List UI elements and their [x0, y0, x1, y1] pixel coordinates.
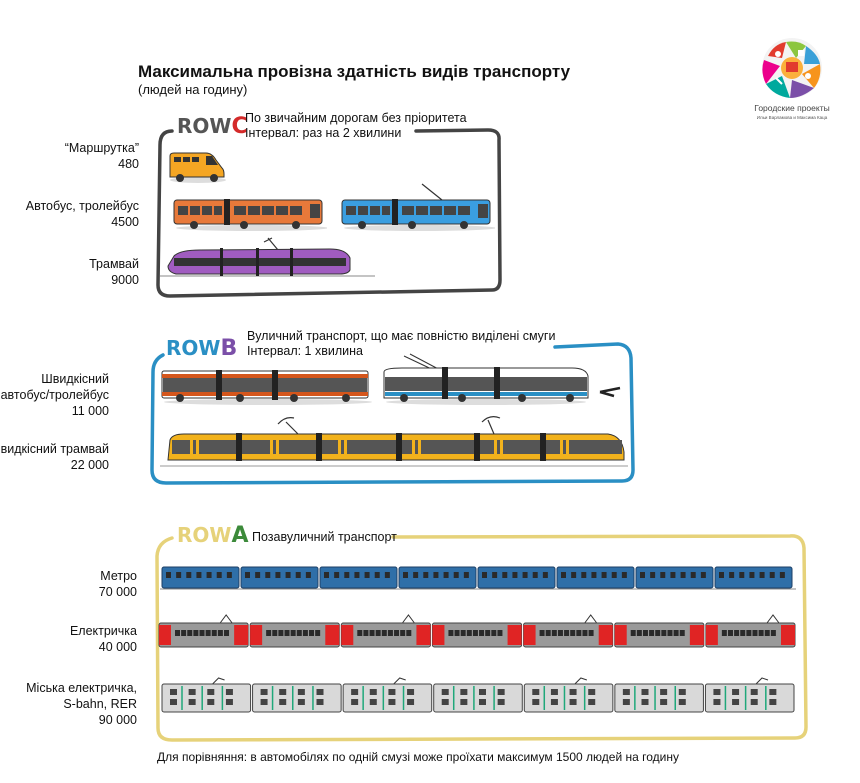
- double-decker-car: [161, 677, 252, 713]
- logo: Городские проекты Ильи Варламова и Макси…: [752, 36, 832, 126]
- row-c-item-bus-label: Автобус, тролейбус 4500: [26, 198, 139, 230]
- minibus-orange-icon: [169, 152, 226, 183]
- row-c-badge: ROWC: [177, 114, 248, 139]
- item-capacity: 11 000: [71, 404, 109, 418]
- articulated-trolleybus-blue-icon: [341, 183, 495, 231]
- row-b-badge-letter: B: [220, 336, 238, 361]
- metro-car: [240, 566, 319, 589]
- metro-blue-icon: [160, 566, 796, 590]
- item-capacity: 70 000: [98, 585, 137, 599]
- item-name: “Маршрутка”: [64, 141, 139, 155]
- row-c-description: По звичайним дорогам без пріоритета Інте…: [245, 111, 467, 141]
- double-decker-car: [614, 683, 704, 713]
- suburban-car: [249, 622, 340, 648]
- double-decker-car: [433, 683, 523, 713]
- row-a-badge-letter: A: [231, 523, 249, 548]
- item-capacity: 9000: [111, 273, 139, 287]
- suburban-car: [614, 622, 705, 648]
- item-name: Електричка: [69, 624, 137, 638]
- row-a-item-suburban-label: Електричка 40 000: [70, 623, 137, 655]
- logo-emblem-icon: [762, 38, 822, 98]
- row-b-item-brt-label: Швидкісний автобус/тролейбус 11 000: [1, 371, 109, 419]
- row-b-item-light-rail-label: Швидкісний трамвай 22 000: [0, 441, 109, 473]
- arrow-icon: [599, 386, 621, 398]
- double-decker-car: [252, 683, 342, 713]
- item-capacity: 22 000: [70, 458, 109, 472]
- item-capacity: 40 000: [98, 640, 137, 654]
- item-name-line2: автобус/тролейбус: [0, 388, 109, 402]
- tram-purple-icon: [160, 237, 375, 277]
- suburban-car: [705, 614, 796, 648]
- articulated-bus-orange-icon: [173, 199, 327, 231]
- item-name-line2: S-bahn, RER: [63, 697, 137, 711]
- item-capacity: 90 000: [98, 713, 137, 727]
- item-name: Швидкісний трамвай: [0, 442, 109, 456]
- item-capacity: 4500: [111, 215, 139, 229]
- double-decker-train-green-icon: [161, 677, 795, 713]
- item-name: Метро: [100, 569, 137, 583]
- logo-subtitle: Ильи Варламова и Максима Каца: [756, 115, 828, 120]
- row-b-badge: ROWB: [166, 336, 237, 361]
- metro-car: [714, 566, 793, 589]
- double-decker-car: [523, 677, 614, 713]
- item-name: Автобус, тролейбус: [25, 199, 139, 213]
- metro-car: [556, 566, 635, 589]
- item-name-line1: Міська електричка,: [26, 681, 137, 695]
- metro-car: [398, 566, 477, 589]
- row-b-description: Вуличний транспорт, що має повністю виді…: [247, 329, 555, 359]
- row-b-badge-prefix: ROW: [166, 336, 221, 360]
- brt-bus-orange-icon: [161, 370, 372, 405]
- row-b-description-line1: Вуличний транспорт, що має повністю виді…: [247, 329, 556, 343]
- row-c-description-line1: По звичайним дорогам без пріоритета: [245, 111, 467, 125]
- suburban-car: [431, 622, 523, 648]
- row-c-item-tram-label: Трамвай 9000: [89, 256, 139, 288]
- item-name-line1: Швидкісний: [41, 372, 109, 386]
- page-subtitle: (людей на годину): [138, 82, 248, 97]
- suburban-train-red-icon: [158, 614, 796, 648]
- metro-car: [477, 566, 556, 589]
- brt-trolleybus-blue-icon: [383, 353, 621, 405]
- suburban-car: [158, 614, 249, 648]
- row-a-item-sbahn-label: Міська електричка, S-bahn, RER 90 000: [26, 680, 137, 728]
- suburban-car: [523, 614, 614, 648]
- row-a-description-line1: Позавуличний транспорт: [252, 530, 397, 544]
- metro-car: [161, 566, 240, 589]
- row-a-badge: ROWA: [177, 523, 249, 548]
- row-c-badge-letter: C: [231, 114, 248, 139]
- row-c-item-minibus-label: “Маршрутка” 480: [65, 140, 139, 172]
- row-a-item-metro-label: Метро 70 000: [99, 568, 137, 600]
- page-title: Максимальна провізна здатність видів тра…: [138, 62, 571, 81]
- metro-car: [319, 566, 398, 589]
- suburban-car: [340, 614, 431, 648]
- row-a-badge-prefix: ROW: [177, 523, 232, 547]
- logo-title: Городские проекты: [754, 103, 830, 113]
- row-c-badge-prefix: ROW: [177, 114, 232, 138]
- item-name: Трамвай: [89, 257, 139, 271]
- light-rail-yellow-icon: [160, 416, 628, 467]
- row-a-description: Позавуличний транспорт: [252, 530, 397, 545]
- row-b-description-line2: Інтервал: 1 хвилина: [247, 344, 363, 358]
- item-capacity: 480: [118, 157, 139, 171]
- double-decker-car: [342, 677, 433, 713]
- double-decker-car: [704, 677, 795, 713]
- metro-car: [635, 566, 714, 589]
- footer-note: Для порівняння: в автомобілях по одній с…: [157, 750, 679, 764]
- row-c-description-line2: Інтервал: раз на 2 хвилини: [245, 126, 402, 140]
